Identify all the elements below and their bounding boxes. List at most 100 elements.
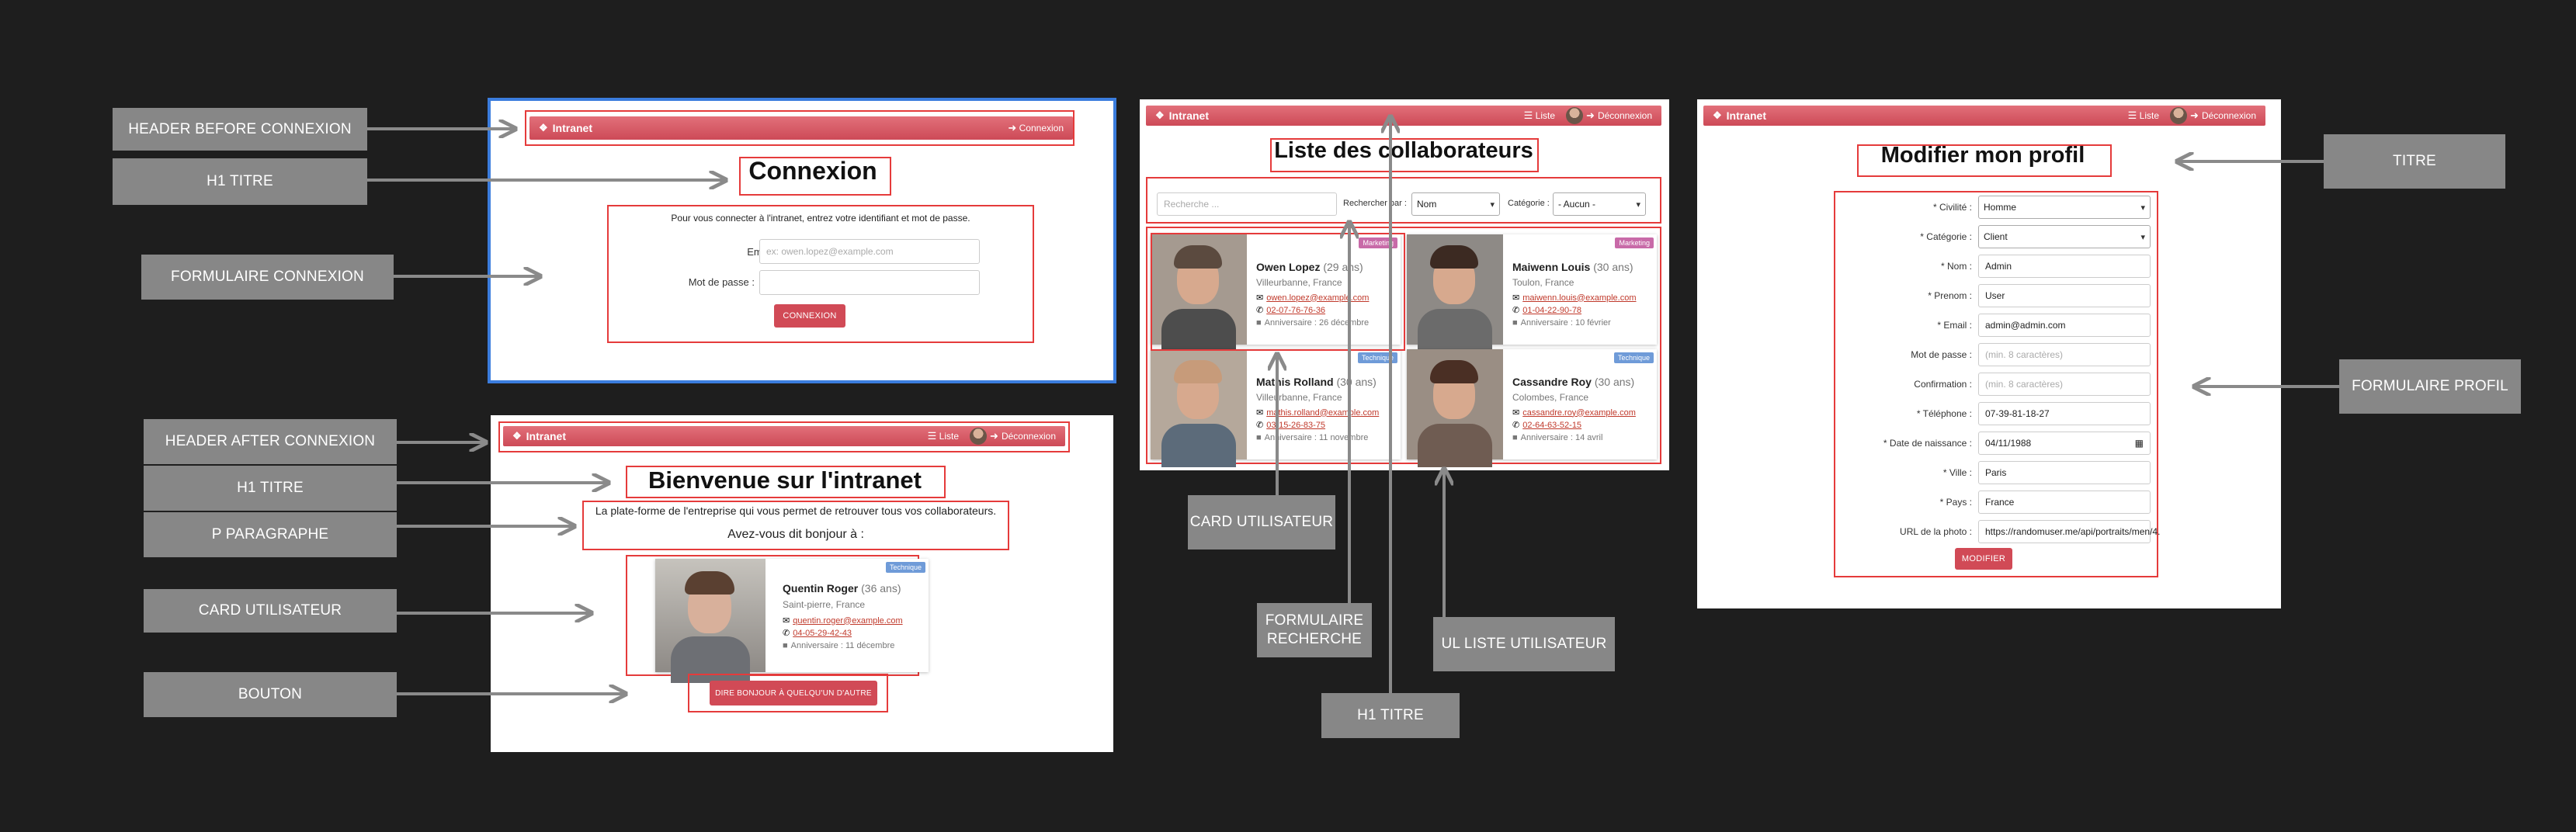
- user-phone[interactable]: 04-05-29-42-43: [793, 628, 852, 638]
- password-input[interactable]: [759, 270, 980, 295]
- list-link[interactable]: ☰ Liste: [928, 430, 959, 442]
- logout-link[interactable]: ➜Déconnexion: [1566, 107, 1652, 124]
- user-phone-line: ✆04-05-29-42-43: [783, 628, 852, 639]
- profile-select[interactable]: Homme: [1978, 196, 2151, 219]
- home-question: Avez-vous dit bonjour à :: [727, 528, 864, 541]
- navbar-brand-list[interactable]: ❖Intranet: [1155, 109, 1209, 122]
- navbar-after-login: ❖Intranet ☰ Liste ➜Déconnexion: [503, 426, 1065, 446]
- brand-label: Intranet: [552, 122, 592, 134]
- highlight-list-title: [1270, 138, 1539, 172]
- navbar-brand-profile[interactable]: ❖Intranet: [1713, 109, 1766, 122]
- user-phone-line: ✆02-64-63-52-15: [1512, 420, 1582, 431]
- profile-input[interactable]: Paris: [1978, 461, 2151, 484]
- user-email[interactable]: owen.lopez@example.com: [1266, 293, 1370, 303]
- profile-input[interactable]: 04/11/1988▦: [1978, 432, 2151, 455]
- profile-input[interactable]: France: [1978, 491, 2151, 514]
- category-badge: Technique: [1613, 352, 1654, 363]
- envelope-icon: ✉: [1256, 408, 1264, 418]
- navbar-brand[interactable]: ❖Intranet: [539, 122, 592, 134]
- label-header-after: HEADER AFTER CONNEXION: [144, 419, 397, 464]
- sign-out-icon: ➜: [1586, 109, 1595, 121]
- profile-input[interactable]: Admin: [1978, 255, 2151, 278]
- profile-input[interactable]: User: [1978, 284, 2151, 307]
- frame-login: ❖Intranet ➜ Connexion Connexion Pour vou…: [488, 98, 1116, 383]
- user-email[interactable]: quentin.roger@example.com: [793, 615, 903, 626]
- user-phone[interactable]: 02-07-76-76-36: [1266, 305, 1326, 315]
- home-user-card[interactable]: Technique Quentin Roger (36 ans) Saint-p…: [655, 559, 929, 683]
- logout-link-label: Déconnexion: [1597, 110, 1652, 121]
- profile-input[interactable]: (min. 8 caractères): [1978, 343, 2151, 366]
- label-h1-titre-login: H1 TITRE: [113, 158, 367, 205]
- highlight-header-after: [498, 421, 1070, 452]
- list-user-card[interactable]: Marketing Maiwenn Louis (30 ans) Toulon,…: [1407, 234, 1657, 352]
- sitemap-icon: ❖: [512, 430, 522, 442]
- user-name: Quentin Roger (36 ans): [783, 582, 901, 595]
- email-input[interactable]: ex: owen.lopez@example.com: [759, 239, 980, 264]
- gift-icon: ■: [1256, 433, 1262, 442]
- profile-field-label: * Catégorie :: [1920, 231, 1972, 242]
- user-photo: [1407, 349, 1503, 467]
- user-name: Maiwenn Louis (30 ans): [1512, 261, 1633, 273]
- brand-label-list: Intranet: [1168, 109, 1209, 122]
- sign-out-icon: ➜: [2190, 109, 2199, 121]
- logout-link[interactable]: ➜Déconnexion: [970, 428, 1056, 445]
- login-button[interactable]: CONNEXION: [774, 304, 845, 328]
- user-phone-line: ✆01-04-22-90-78: [1512, 305, 1582, 316]
- label-form-connexion: FORMULAIRE CONNEXION: [141, 255, 394, 300]
- label-ul-liste: UL LISTE UTILISATEUR: [1433, 617, 1615, 671]
- search-input[interactable]: Recherche ...: [1157, 192, 1337, 216]
- user-email[interactable]: cassandre.roy@example.com: [1522, 407, 1636, 418]
- logout-link-label: Déconnexion: [1001, 431, 1056, 442]
- profile-input[interactable]: 07-39-81-18-27: [1978, 402, 2151, 425]
- profile-field-label: * Ville :: [1942, 467, 1972, 478]
- list-icon: ☰: [1523, 109, 1533, 121]
- highlight-user-list: [1146, 227, 1661, 464]
- profile-input[interactable]: (min. 8 caractères): [1978, 373, 2151, 396]
- sitemap-icon: ❖: [1713, 109, 1722, 121]
- phone-icon: ✆: [1256, 421, 1264, 430]
- user-phone[interactable]: 03-15-26-83-75: [1266, 420, 1326, 430]
- profile-field-value: (min. 8 caractères): [1985, 379, 2064, 390]
- search-by-select[interactable]: Nom: [1411, 192, 1500, 216]
- user-email[interactable]: maiwenn.louis@example.com: [1522, 293, 1637, 303]
- gift-icon: ■: [1256, 318, 1262, 328]
- list-link[interactable]: ☰ Liste: [1524, 109, 1555, 122]
- envelope-icon: ✉: [1256, 293, 1264, 303]
- login-intro: Pour vous connecter à l'intranet, entrez…: [671, 213, 970, 224]
- user-birthday: Anniversaire : 11 décembre: [790, 641, 895, 650]
- calendar-icon[interactable]: ▦: [2134, 438, 2144, 449]
- user-phone[interactable]: 01-04-22-90-78: [1522, 305, 1582, 315]
- user-birthday: Anniversaire : 11 novembre: [1264, 433, 1369, 442]
- logout-link[interactable]: ➜Déconnexion: [2170, 107, 2256, 124]
- user-photo: [1407, 234, 1503, 352]
- category-badge: Marketing: [1359, 237, 1397, 248]
- user-name-text: Mathis Rolland: [1256, 376, 1334, 388]
- user-age: (29 ans): [1323, 261, 1363, 273]
- list-link[interactable]: ☰ Liste: [2128, 109, 2159, 122]
- profile-select[interactable]: Client: [1978, 225, 2151, 248]
- user-location: Toulon, France: [1512, 277, 1574, 288]
- user-birthday: Anniversaire : 26 décembre: [1264, 318, 1370, 328]
- category-select[interactable]: - Aucun -: [1553, 192, 1646, 216]
- highlight-login-form: [607, 205, 1034, 343]
- navbar-brand-home[interactable]: ❖Intranet: [512, 430, 566, 442]
- avatar: [970, 428, 988, 445]
- modifier-button[interactable]: MODIFIER: [1955, 548, 2012, 570]
- login-link[interactable]: ➜ Connexion: [1008, 122, 1064, 134]
- list-user-card[interactable]: Technique Mathis Rolland (30 ans) Villeu…: [1151, 349, 1401, 467]
- phone-icon: ✆: [783, 629, 790, 638]
- category-badge: Technique: [885, 562, 925, 573]
- sign-in-icon: ➜: [1008, 122, 1017, 133]
- list-user-card[interactable]: Marketing Owen Lopez (29 ans) Villeurban…: [1151, 234, 1401, 352]
- user-phone[interactable]: 02-64-63-52-15: [1522, 420, 1582, 430]
- frame-list: ❖Intranet ☰ Liste ➜Déconnexion Liste des…: [1140, 99, 1669, 470]
- user-email[interactable]: mathis.rolland@example.com: [1266, 407, 1380, 418]
- profile-input[interactable]: admin@admin.com: [1978, 314, 2151, 337]
- say-hello-button[interactable]: DIRE BONJOUR À QUELQU'UN D'AUTRE: [710, 681, 877, 705]
- user-birthday-line: ■Anniversaire : 11 novembre: [1256, 433, 1368, 442]
- label-card-utilisateur-list: CARD UTILISATEUR: [1188, 495, 1335, 549]
- label-p-paragraphe: P PARAGRAPHE: [144, 512, 397, 557]
- profile-input[interactable]: https://randomuser.me/api/portraits/men/…: [1978, 520, 2160, 543]
- list-user-card[interactable]: Technique Cassandre Roy (30 ans) Colombe…: [1407, 349, 1657, 467]
- label-bouton: BOUTON: [144, 672, 397, 717]
